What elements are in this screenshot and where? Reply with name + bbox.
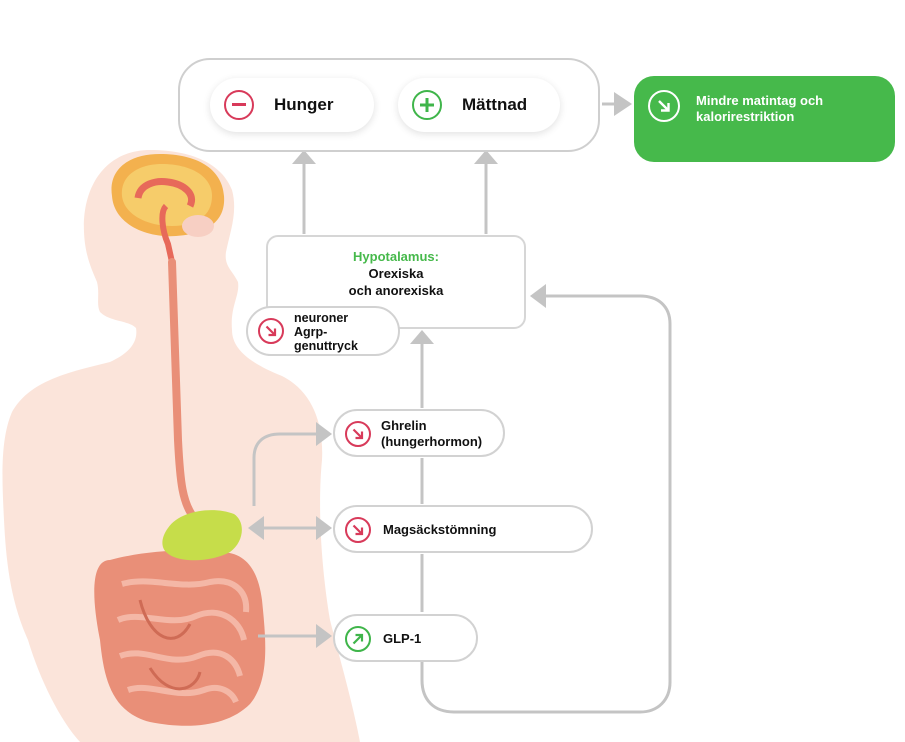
satiety-label: Mättnad	[462, 95, 528, 114]
arrow-down-right-icon	[648, 90, 680, 122]
glp1-pill: GLP-1	[333, 614, 478, 662]
agrp-label: neuroner Agrp- genuttryck	[294, 311, 358, 353]
ghrelin-pill: Ghrelin (hungerhormon)	[333, 409, 505, 457]
connector-arrowheads	[248, 92, 632, 648]
gastric-emptying-label: Magsäckstömning	[383, 522, 497, 537]
hypothalamus-line-1: Orexiska	[368, 266, 424, 281]
result-line-2: kalorirestriktion	[696, 109, 795, 124]
result-box	[634, 76, 895, 162]
agrp-line-1: neuroner	[294, 311, 349, 325]
satiety-pill: Mättnad	[398, 78, 560, 132]
esophagus	[168, 258, 200, 524]
brain-illustration	[111, 154, 225, 263]
plus-circle-icon	[412, 90, 442, 120]
ghrelin-line-2: (hungerhormon)	[381, 434, 483, 449]
agrp-line-3: genuttryck	[294, 339, 358, 353]
arrow-down-right-icon	[345, 421, 371, 447]
gastric-emptying-pill: Magsäckstömning	[333, 505, 593, 553]
hypothalamus-line-2: och anorexiska	[348, 283, 444, 298]
minus-circle-icon	[224, 90, 254, 120]
ghrelin-line-1: Ghrelin	[381, 418, 427, 433]
arrow-down-right-icon	[258, 318, 284, 344]
agrp-line-2: Agrp-	[294, 325, 328, 339]
agrp-pill: neuroner Agrp- genuttryck	[246, 306, 400, 356]
stomach-illustration	[162, 510, 242, 561]
arrow-down-right-icon	[345, 517, 371, 543]
arrow-up-right-icon	[345, 626, 371, 652]
intestines-illustration	[94, 550, 266, 726]
result-text: Mindre matintag och kalorirestriktion	[696, 93, 886, 125]
ghrelin-label: Ghrelin (hungerhormon)	[381, 418, 482, 450]
glp1-label: GLP-1	[383, 631, 422, 646]
hunger-pill: Hunger	[210, 78, 374, 132]
result-line-1: Mindre matintag och	[696, 93, 824, 108]
hypothalamus-title: Hypotalamus:	[353, 249, 439, 264]
hunger-label: Hunger	[274, 95, 334, 114]
connector-lines	[252, 102, 672, 714]
